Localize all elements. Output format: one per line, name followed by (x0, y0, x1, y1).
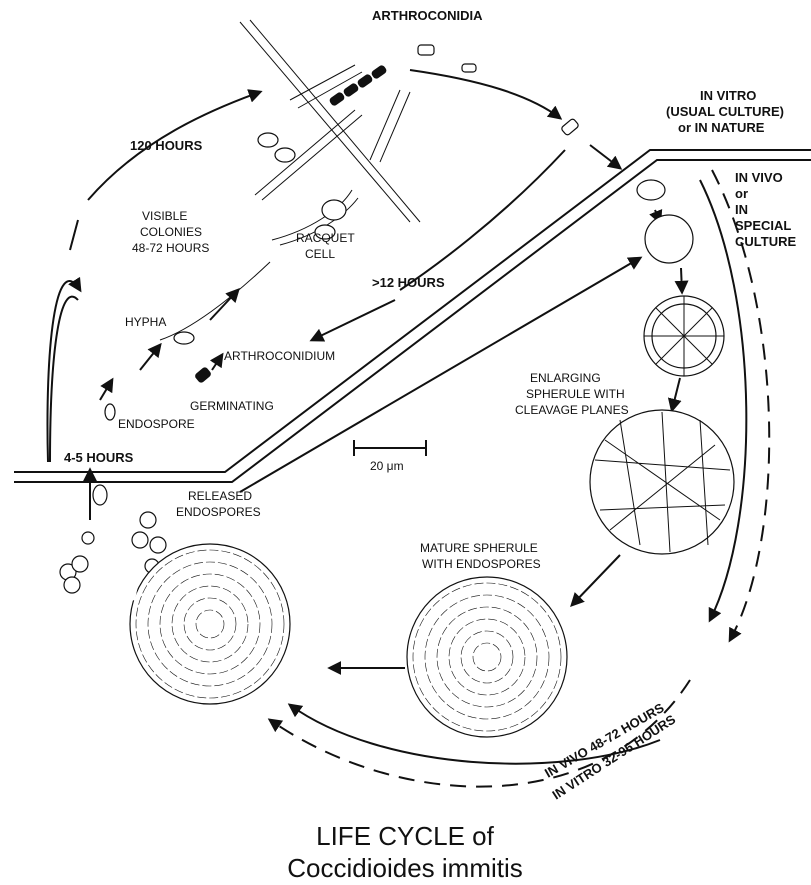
spherule-enlarging (644, 296, 724, 376)
label-or: or (735, 186, 748, 201)
spherule-cleavage (590, 410, 734, 554)
label-germinating: GERMINATING (190, 399, 274, 413)
label-racquet: RACQUET (296, 231, 355, 245)
label-culture: CULTURE (735, 234, 796, 249)
scale-bar (354, 440, 426, 456)
label-in: IN (735, 202, 748, 217)
arthroconidia-chain (258, 45, 579, 239)
label-enlarging: ENLARGING (530, 371, 601, 385)
title-line-2: Coccidioides immitis (287, 853, 523, 883)
label-with-endospores: WITH ENDOSPORES (422, 557, 541, 571)
spherule-young (637, 180, 693, 263)
spherule-rupturing (130, 544, 290, 704)
label-arthroconidium: ARTHROCONIDIUM (224, 349, 335, 363)
label-hypha: HYPHA (125, 315, 166, 329)
label-or-in-nature: or IN NATURE (678, 120, 765, 135)
label-mature-spherule: MATURE SPHERULE (420, 541, 538, 555)
title-line-1: LIFE CYCLE of (316, 821, 495, 851)
germination-stages (93, 262, 270, 505)
label-usual-culture: (USUAL CULTURE) (666, 104, 784, 119)
label-cell: CELL (305, 247, 335, 261)
label-released: RELEASED (188, 489, 252, 503)
label-in-vivo: IN VIVO (735, 170, 783, 185)
label-visible: VISIBLE (142, 209, 187, 223)
label-arthroconidia: ARTHROCONIDIA (372, 8, 483, 23)
label-colonies: COLONIES (140, 225, 202, 239)
label-120-hours: 120 HOURS (130, 138, 203, 153)
label-spherule-with: SPHERULE WITH (526, 387, 625, 401)
spherule-mature (407, 577, 567, 737)
label-48-72-hours: 48-72 HOURS (132, 241, 209, 255)
label-special: SPECIAL (735, 218, 791, 233)
label-endospores: ENDOSPORES (176, 505, 261, 519)
label-12-hours: >12 HOURS (372, 275, 445, 290)
label-4-5-hours: 4-5 HOURS (64, 450, 134, 465)
label-cleavage-planes: CLEAVAGE PLANES (515, 403, 629, 417)
label-in-vitro: IN VITRO (700, 88, 756, 103)
label-endospore: ENDOSPORE (118, 417, 195, 431)
scale-label: 20 μm (370, 459, 404, 473)
